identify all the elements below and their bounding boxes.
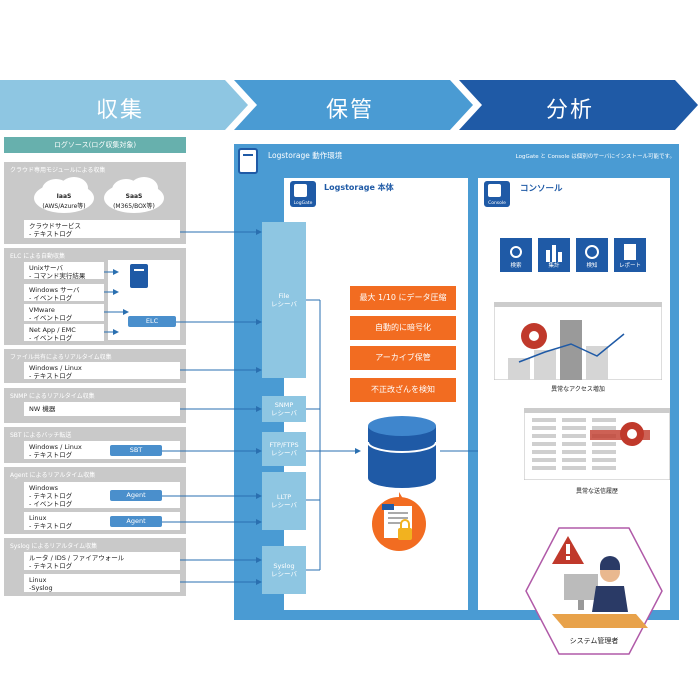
stage-analyze-label: 分析 (545, 98, 594, 123)
stage-store-arrow (234, 80, 473, 130)
environment-title: Logstorage 動作環境 (268, 151, 343, 160)
syslog-item-network: ルータ / IDS / ファイアウォール - テキストログ (24, 552, 180, 570)
feature-tamper-detect: 不正改ざんを検知 (350, 378, 456, 402)
loggate-icon-label: LogGate (293, 201, 313, 206)
cloud-service-item: クラウドサービス - テキストログ (24, 220, 180, 238)
environment-server-icon (238, 148, 258, 174)
fileshare-item: Windows / Linux - テキストログ (24, 362, 180, 380)
log-sources-header: ログソース(ログ収集対象) (4, 137, 186, 153)
elc-item-vmware: VMware - イベントログ (24, 304, 104, 322)
console-title: コンソール (520, 184, 563, 194)
stage-store-label: 保管 (325, 98, 374, 123)
console-icon-label: Console (488, 201, 506, 206)
cloud-shapes (34, 177, 164, 213)
aggregate-tool-icon: 集計 (538, 238, 570, 272)
admin-hexagon (525, 527, 663, 655)
receiver-syslog: Syslog レシーバ (262, 546, 306, 594)
elc-item-unix: Unixサーバ - コマンド実行結果 (24, 262, 104, 280)
receiver-file: File レシーバ (262, 222, 306, 378)
syslog-panel-title: Syslog によるリアルタイム収集 (10, 543, 98, 550)
fileshare-panel-title: ファイル共有によるリアルタイム収集 (10, 354, 112, 361)
saas-name: SaaS (125, 193, 143, 200)
detect-tool-icon: 検知 (576, 238, 608, 272)
sbt-badge: SBT (110, 445, 162, 456)
saas-sub: (M365/BOX等) (113, 203, 155, 210)
elc-badge: ELC (128, 316, 176, 327)
search-tool-icon: 検索 (500, 238, 532, 272)
stage-collect-arrow (0, 80, 248, 130)
agent-panel-title: Agent によるリアルタイム収集 (10, 472, 96, 479)
elc-item-netapp: Net App / EMC - イベントログ (24, 324, 104, 342)
body-panel-title: Logstorage 本体 (324, 183, 394, 192)
console-icon: Console (484, 181, 510, 207)
sbt-panel-title: SBT によるバッチ転送 (10, 432, 72, 439)
receiver-lltp: LLTP レシーバ (262, 472, 306, 530)
monitor-icon (564, 574, 598, 600)
database-icon (367, 416, 437, 488)
access-chart-card (494, 302, 662, 380)
stage-banner (0, 80, 698, 130)
admin-label: システム管理者 (569, 637, 619, 645)
elc-panel-title: ELC による自動収集 (10, 253, 66, 260)
environment-note: LogGate と Console は個別のサーバにインストール可能です。 (515, 154, 675, 160)
syslog-item-linux: Linux -Syslog (24, 574, 180, 592)
stage-analyze-arrow (459, 80, 698, 130)
transmission-table-caption: 異常な送信履歴 (575, 488, 618, 495)
loggate-icon: LogGate (290, 181, 316, 207)
report-tool-icon: レポート (614, 238, 646, 272)
agent-badge-linux: Agent (110, 516, 162, 527)
secure-file-icon (372, 492, 426, 551)
transmission-table-card (524, 408, 670, 480)
elc-item-windows: Windows サーバ - イベントログ (24, 284, 104, 302)
receiver-snmp: SNMP レシーバ (262, 396, 306, 422)
iaas-name: IaaS (56, 193, 72, 200)
iaas-sub: (AWS/Azure等) (42, 203, 86, 210)
access-chart-caption: 異常なアクセス増加 (551, 386, 605, 393)
feature-compression: 最大 1/10 にデータ圧縮 (350, 286, 456, 310)
receiver-ftp: FTP/FTPS レシーバ (262, 432, 306, 466)
feature-encryption: 自動的に暗号化 (350, 316, 456, 340)
snmp-panel-title: SNMP によるリアルタイム収集 (10, 393, 95, 400)
stage-collect-label: 収集 (95, 98, 144, 123)
snmp-item: NW 機器 (24, 402, 180, 416)
cloud-panel-title: クラウド専用モジュールによる収集 (10, 167, 106, 174)
elc-server-icon (130, 264, 148, 288)
feature-archive: アーカイブ保管 (350, 346, 456, 370)
agent-badge-windows: Agent (110, 490, 162, 501)
desk-icon (552, 614, 648, 628)
